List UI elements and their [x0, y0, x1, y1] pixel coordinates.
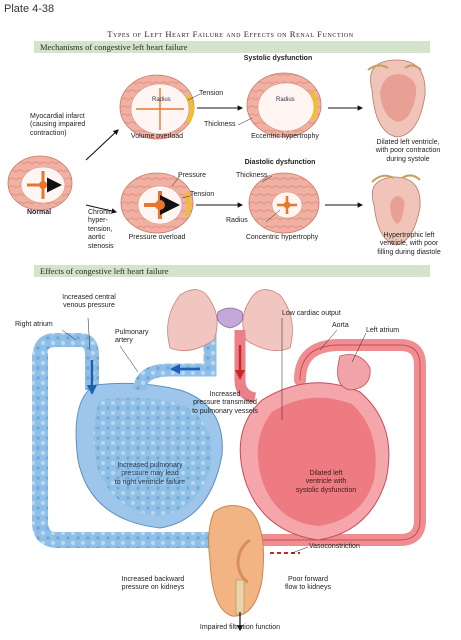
- dilated-heart-thumbnail: [367, 59, 426, 138]
- eccentric-hypertrophy-ventricle: [246, 72, 322, 138]
- chronic-hypertension-label: Chronic hyper- tension, aortic stenosis: [88, 209, 114, 250]
- forward-flow-label: Poor forward flow to kidneys: [285, 576, 331, 592]
- systemic-vein: [32, 347, 230, 548]
- dilated-left-ventricle-label: Dilated left ventricle with systolic dys…: [295, 470, 357, 494]
- backward-pressure-label: Increased backward pressure on kidneys: [121, 576, 185, 592]
- pressure-overload-ventricle: [120, 172, 193, 234]
- thickness-label-concentric: Thickness: [236, 172, 268, 179]
- section-header-effects: Effects of congestive left heart failure: [34, 265, 430, 277]
- systolic-heading: Systolic dysfunction: [243, 55, 313, 62]
- pulmonary-artery-label: Pulmonary artery: [115, 329, 149, 345]
- radius-label-concentric: Radius: [226, 217, 248, 224]
- leader-lines-bottom: [61, 317, 367, 554]
- hypertrophic-ventricle-caption: Hypertrophic left ventricle, with poor f…: [377, 232, 441, 256]
- flow-arrows-top: [85, 105, 364, 214]
- hypertrophic-heart-thumbnail: [371, 174, 421, 246]
- normal-ventricle: [7, 155, 72, 211]
- concentric-hypertrophy-label: Concentric hypertrophy: [245, 234, 319, 241]
- vasoconstriction-label: Vasoconstriction: [309, 543, 360, 550]
- left-atrium-label: Left atrium: [366, 327, 400, 334]
- plate-number: Plate 4-38: [4, 3, 55, 15]
- central-venous-pressure-label: Increased central venous pressure: [62, 294, 116, 310]
- volume-overload-label: Volume overload: [130, 133, 184, 140]
- dilated-ventricle-caption: Dilated left ventricle, with poor contra…: [375, 139, 441, 163]
- eccentric-hypertrophy-label: Eccentric hypertrophy: [251, 133, 319, 140]
- lungs: [167, 289, 293, 352]
- radius-label-volume: Radius: [152, 97, 171, 103]
- myocardial-infarct-label: Myocardial infarct (causing impaired con…: [30, 113, 86, 137]
- pressure-overload-label: Pressure overload: [128, 234, 186, 241]
- concentric-hypertrophy-ventricle: [248, 172, 320, 234]
- pressure-transmitted-label: Increased pressure transmitted to pulmon…: [192, 391, 258, 415]
- normal-label: Normal: [27, 209, 52, 216]
- thickness-label-eccentric: Thickness: [204, 121, 236, 128]
- page-title: Types of Left Heart Failure and Effects …: [107, 29, 354, 39]
- tension-label-volume: Tension: [199, 90, 224, 97]
- low-cardiac-output-label: Low cardiac output: [282, 310, 341, 317]
- radius-label-eccentric: Radius: [276, 97, 295, 103]
- kidney: [208, 505, 264, 617]
- section-header-mechanisms: Mechanisms of congestive left heart fail…: [34, 41, 430, 53]
- pressure-label: Pressure: [178, 172, 207, 179]
- leader-lines-top: [171, 93, 281, 223]
- right-atrium-label: Right atrium: [15, 321, 53, 328]
- right-ventricle-failure-label: Increased pulmonary pressure may lead to…: [114, 462, 186, 486]
- impaired-filtration-label: Impaired filtration function: [199, 624, 281, 631]
- aorta-label: Aorta: [332, 322, 349, 329]
- volume-overload-ventricle: [119, 74, 195, 140]
- diastolic-heading: Diastolic dysfunction: [244, 159, 316, 166]
- tension-label-pressure: Tension: [190, 191, 215, 198]
